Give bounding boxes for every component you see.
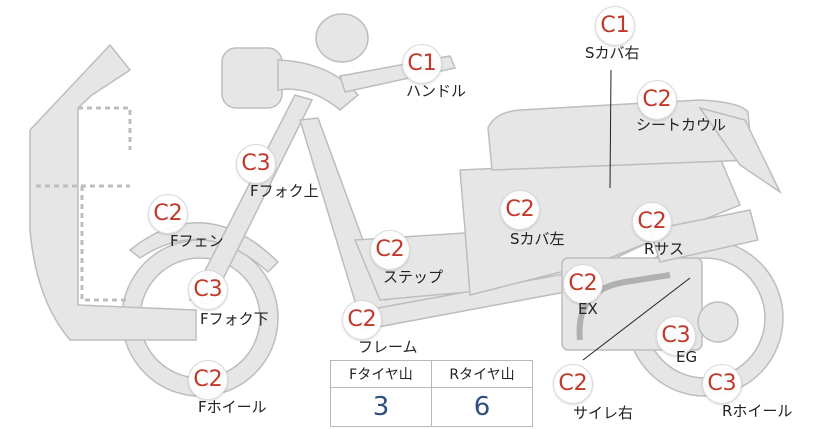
seat-cowl-grade: C2 <box>637 80 677 120</box>
handle-label: ハンドル <box>406 82 467 100</box>
s-cover-right-label: Sカバ右 <box>585 44 640 62</box>
f-fork-upper-grade: C3 <box>236 144 276 184</box>
r-suspension-grade: C2 <box>632 202 672 242</box>
seat-shape <box>487 99 753 171</box>
engine-hub-shape <box>697 301 739 343</box>
muffler-leader <box>582 277 691 361</box>
exhaust-grade: C2 <box>563 264 603 304</box>
tail-cowl-shape <box>698 106 782 195</box>
step-label: ステップ <box>383 268 444 286</box>
muffler-right-label: サイレ右 <box>573 404 634 422</box>
frame-label: フレーム <box>358 338 418 356</box>
tire-tread-table: Fタイヤ山 Rタイヤ山 3 6 <box>330 360 533 427</box>
f-fork-lower-label: Fフォク下 <box>200 310 269 328</box>
mirror-shape <box>315 13 369 63</box>
step-grade: C2 <box>370 230 410 270</box>
r-wheel-label: Rホイール <box>722 402 793 420</box>
f-fork-lower-grade: C3 <box>188 270 228 310</box>
s-cover-left-grade: C2 <box>500 190 540 230</box>
f-fork-upper-label: Fフォク上 <box>250 182 319 200</box>
s-cover-right-grade: C1 <box>595 6 635 46</box>
handle-cover-shape <box>277 59 360 111</box>
frame-grade: C2 <box>342 300 382 340</box>
front-body-shape <box>29 43 197 341</box>
f-fender-label: Fフェン <box>170 232 224 250</box>
f-fender-grade: C2 <box>148 194 188 234</box>
front-tread-value: 3 <box>330 387 432 427</box>
rear-tread-header: Rタイヤ山 <box>431 360 533 388</box>
front-tread-header: Fタイヤ山 <box>330 360 432 388</box>
headlight-shape <box>221 47 283 109</box>
f-wheel-label: Fホイール <box>198 398 267 416</box>
engine-grade: C3 <box>656 316 696 356</box>
s-cover-left-label: Sカバ左 <box>510 230 565 248</box>
s-cover-right-leader <box>609 69 612 189</box>
rear-suspension-shape <box>649 209 759 263</box>
rear-tread-value: 6 <box>431 387 533 427</box>
seat-cowl-label: シートカウル <box>636 116 727 134</box>
r-suspension-label: Rサス <box>644 240 685 258</box>
engine-label: EG <box>676 348 698 366</box>
f-wheel-grade: C2 <box>188 360 228 400</box>
r-wheel-grade: C3 <box>702 364 742 404</box>
muffler-right-grade: C2 <box>553 364 593 404</box>
handle-grade: C1 <box>402 44 442 84</box>
exhaust-label: EX <box>578 300 598 318</box>
